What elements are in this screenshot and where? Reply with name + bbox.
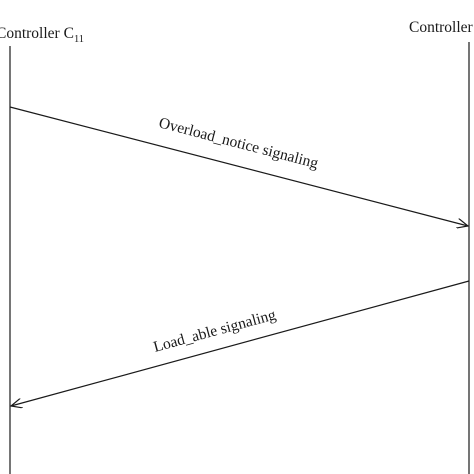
participant-left-name: Controller C [0,25,74,42]
message-arrow-load-able [11,280,470,406]
participant-left-subscript: 11 [74,34,84,45]
message-label-load-able: Load_able signaling [152,306,278,356]
message-label-overload-notice: Overload_notice signaling [157,114,320,172]
participant-right-label: Controller [409,19,474,36]
message-arrow-overload-notice [9,106,468,226]
participant-left-label: Controller C11 [0,25,84,45]
